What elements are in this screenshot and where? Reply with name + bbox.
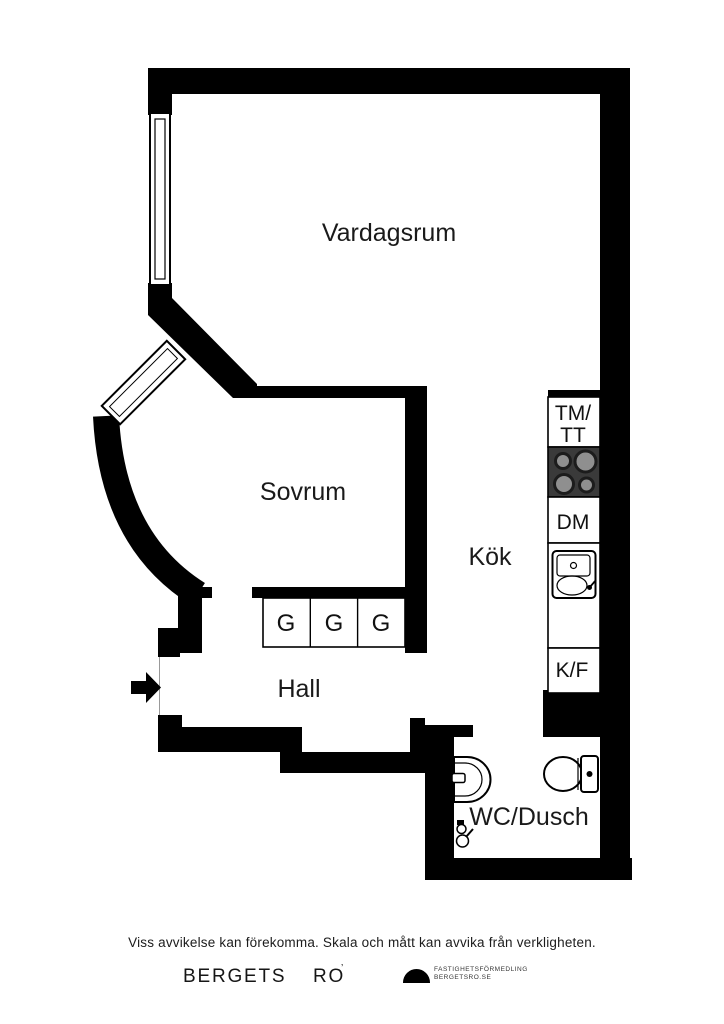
wall-right [600, 68, 630, 880]
stove-burners-icon [553, 449, 598, 495]
wall-curved-bedroom [93, 415, 206, 606]
window-bedroom-diagonal [100, 339, 187, 426]
wall-left-above-window [148, 92, 172, 115]
wardrobe-label-3: G [372, 610, 391, 637]
washbasin-icon [451, 756, 492, 803]
wardrobe-units: G G G [262, 597, 406, 648]
wall-entry-step [158, 628, 180, 657]
wall-bedroom-kitchen [405, 386, 427, 653]
dishwasher-label: DM [557, 511, 590, 534]
wardrobe-label-2: G [325, 610, 344, 637]
kitchen-label: Kök [468, 543, 512, 571]
disclaimer-text: Viss avvikelse kan förekomma. Skala och … [128, 935, 596, 950]
wall-wc-top-left [422, 725, 473, 737]
bedroom-label: Sovrum [260, 478, 346, 506]
bathroom-label: WC/Dusch [469, 803, 588, 831]
agency-dome-logo-icon [403, 969, 430, 983]
washer-dryer-label-line1: TM/ [555, 402, 591, 425]
wall-entry-lower [158, 715, 182, 729]
wall-wc-bottom [428, 858, 632, 880]
entrance-arrow-icon [131, 672, 161, 703]
washer-dryer-label-line2: TT [560, 424, 586, 447]
washer-dryer-cell [547, 396, 601, 448]
wall-bedroom-top [235, 386, 427, 398]
hall-label: Hall [277, 675, 320, 703]
wall-wc-left [425, 737, 454, 880]
wall-top [148, 68, 630, 94]
wall-wc-riser [410, 718, 425, 757]
wall-bedroom-bottom [252, 587, 407, 598]
wall-chamfer-livingroom [148, 283, 257, 398]
wall-hall-lower [280, 752, 440, 773]
kitchen-counter-run [547, 396, 601, 694]
wall-hall-bottom [158, 727, 302, 752]
brand-logo-bergets: BERGETS [183, 966, 287, 987]
shower-mixer-icon [455, 820, 474, 848]
fridge-freezer-label: K/F [556, 659, 589, 682]
window-livingroom [149, 112, 171, 286]
agency-line1: FASTIGHETSFÖRMEDLING [434, 966, 528, 973]
fridge-freezer-cell [547, 647, 601, 694]
agency-line2: BERGETSRO.SE [434, 974, 492, 981]
dishwasher-cell [547, 496, 601, 544]
wardrobe-label-1: G [277, 610, 296, 637]
kitchen-sink-icon [551, 550, 597, 599]
wall-kitchen-cap [548, 390, 602, 397]
wall-wc-top-right [543, 690, 602, 737]
toilet-icon [543, 755, 599, 793]
brand-logo-mark: ’ [341, 963, 344, 974]
agency-text-block: FASTIGHETSFÖRMEDLING BERGETSRO.SE [434, 966, 528, 982]
living-room-label: Vardagsrum [322, 219, 456, 247]
brand-logo-ro: RO [313, 966, 346, 987]
